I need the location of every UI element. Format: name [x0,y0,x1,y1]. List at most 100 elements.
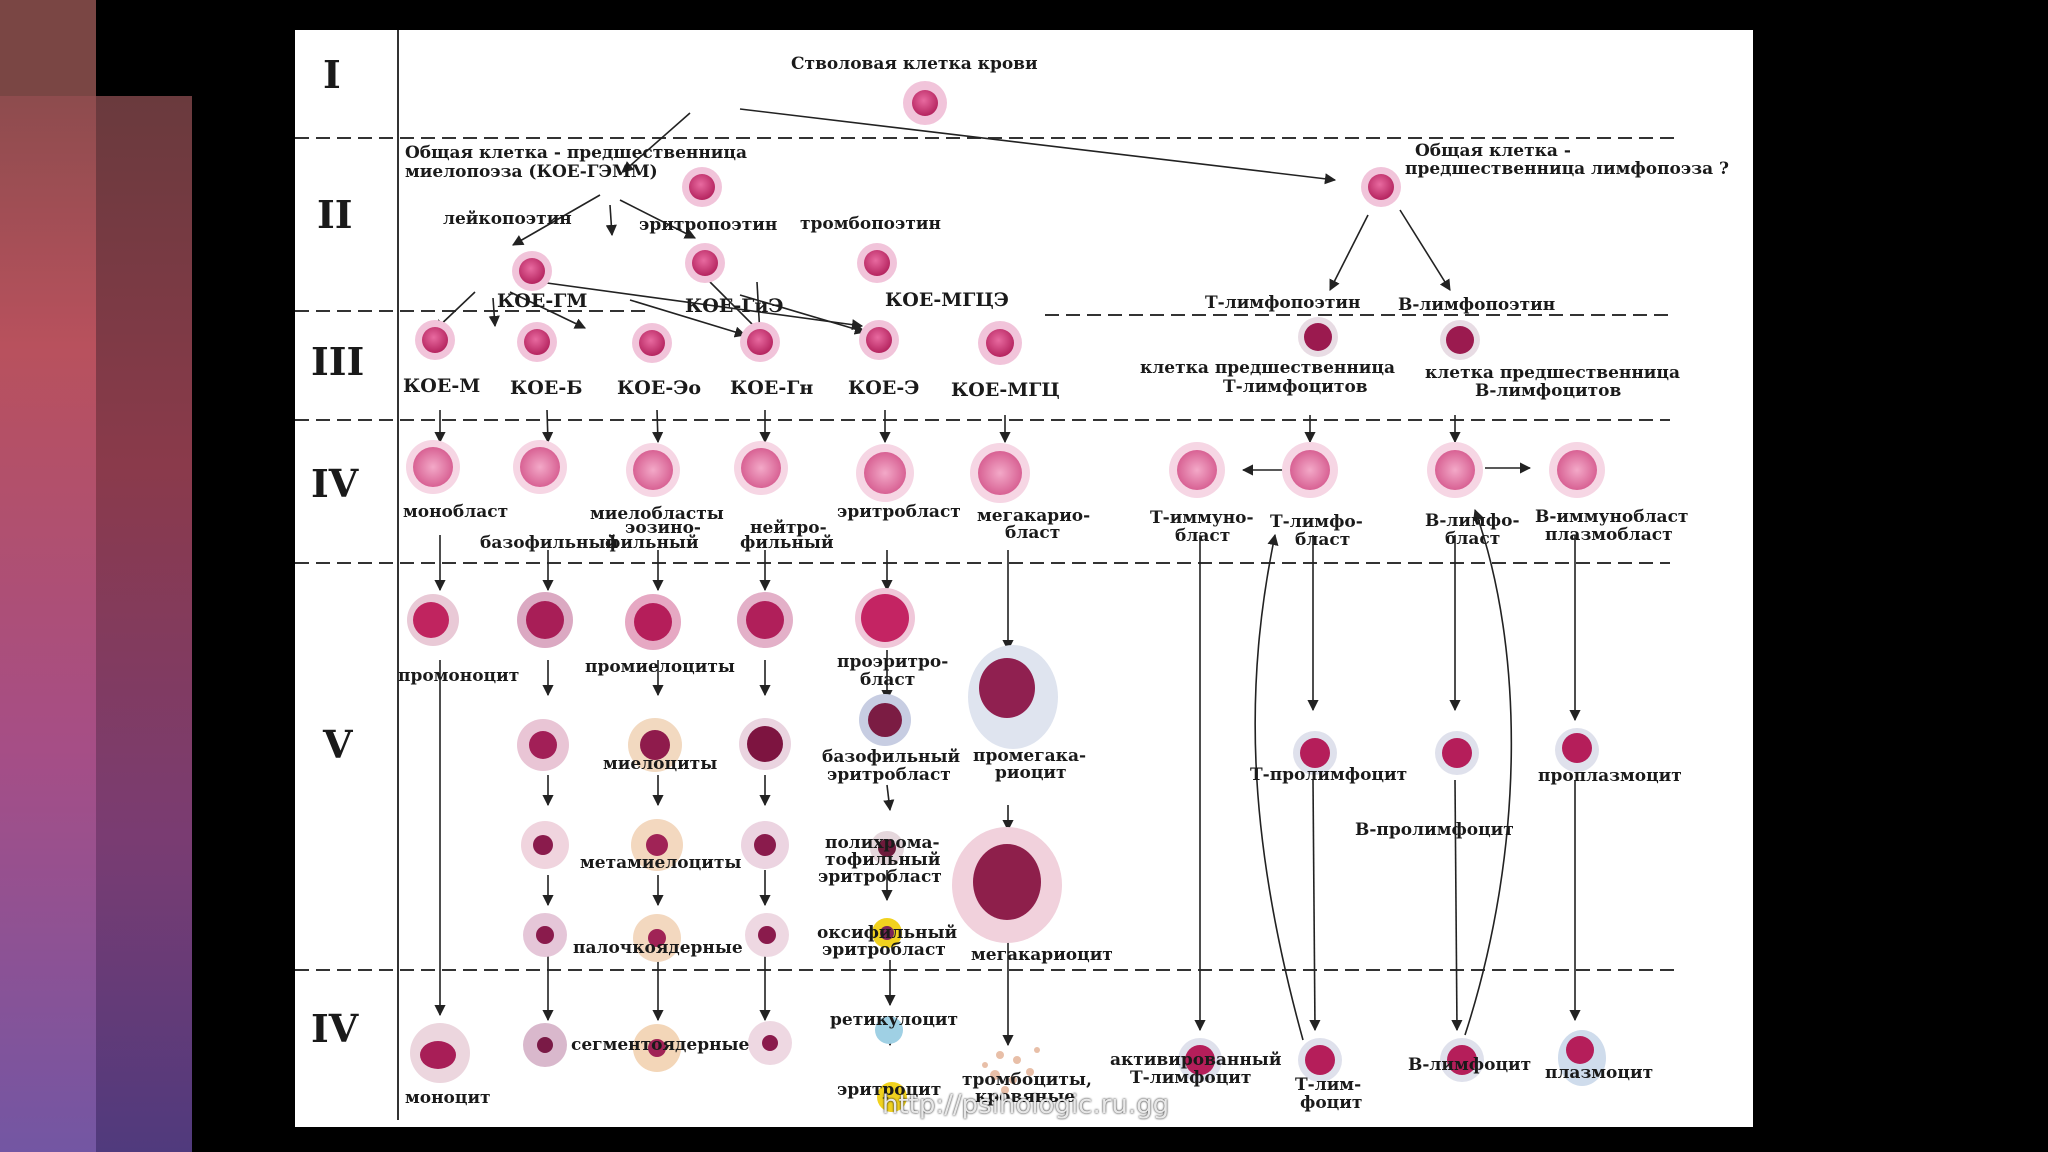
basophil-blast-nucleus [520,447,560,487]
cfu-gie-nucleus [692,250,718,276]
neutro-label-2: фильный [740,533,834,553]
cfu-eo-label: КОЕ-Эо [617,377,701,399]
erythropoietin-label: эритропоэтин [639,215,777,235]
cfu-gn-label: КОЕ-Гн [730,377,813,399]
t-precursor-label-1: клетка предшественница [1140,358,1395,378]
neutrophil-metamyelocyte-nucleus [754,834,776,856]
platelets-cluster [982,1047,1040,1094]
background-stripe-inner [96,96,192,1152]
cells [406,81,1606,1112]
t-lymphocyte-nucleus [1305,1045,1335,1075]
watermark-url: http://psihologic.ru.gg [882,1090,1170,1120]
promonocyte-nucleus [413,602,449,638]
b-lymphocyte-label: В-лимфоцит [1408,1055,1531,1075]
eosino-label-1: эозино- [625,518,701,538]
platelets-label-2: кровяные [975,1087,1075,1107]
myelocytes-label: миелоциты [603,754,717,774]
b-lymphoblast-label-1: В-лимфо- [1425,511,1520,531]
activated-t-lymphocyte-nucleus [1185,1045,1215,1075]
eosino-label-2: фильный [605,533,699,553]
diagram-canvas: I II III IV V IV [295,30,1729,1120]
erythroblast-nucleus [864,452,906,494]
proplasmocyte-nucleus [1562,733,1592,763]
cfu-m-nucleus [422,327,448,353]
b-precursor-label-1: клетка предшественница [1425,363,1680,383]
segmented-label: сегментоядерные [571,1035,750,1055]
t-lymphoblast-label-2: бласт [1295,530,1350,550]
polychromatophilic-label-2: тофильный [825,850,941,870]
proerythroblast-label-2: бласт [860,670,915,690]
neutrophil-segmented-nucleus [762,1035,778,1051]
proerythroblast-nucleus [861,594,909,642]
polychromatophilic-erythroblast-nucleus [878,839,896,857]
b-lymphopoietin-label: В-лимфопоэтин [1398,295,1555,315]
t-lymphocyte-label-2: фоцит [1300,1093,1362,1113]
stage-label-2: II [317,192,353,237]
cfu-mgc-label: КОЕ-МГЦ [951,379,1060,401]
t-immunoblast-nucleus [1177,450,1217,490]
t-lymphoblast-label-1: Т-лимфо- [1270,512,1363,532]
cfu-mgc-nucleus [986,329,1014,357]
stage-separators [295,137,1680,971]
stage-label-3: III [311,339,364,384]
cfu-gm-label: КОЕ-ГМ [497,290,587,312]
stage-label-6: IV [311,1006,360,1051]
t-lymphoblast-nucleus [1290,450,1330,490]
platelets-label-1: тромбоциты, [962,1070,1092,1090]
band-label: палочкоядерные [573,938,743,958]
cfu-mgce-nucleus [864,250,890,276]
megakaryoblast-label-1: мегакарио- [977,506,1090,526]
stage-label-4: IV [311,461,360,506]
basophilic-blast-label: базофильный [480,533,618,553]
oxyphilic-label-1: оксифильный [817,923,958,943]
myelo-progenitor-label-2: миелопоэза (КОЕ-ГЭММ) [405,162,658,182]
basophil-promyelocyte-nucleus [526,601,564,639]
polychromatophilic-label-1: полихрома- [825,833,940,853]
promegakaryocyte-label-2: риоцит [995,763,1067,783]
plasmocyte-label: плазмоцит [1545,1063,1653,1083]
monoblast-nucleus [413,447,453,487]
labels: Стволовая клетка крови Общая клетка - пр… [398,54,1729,1113]
b-lymphoblast-nucleus [1435,450,1475,490]
b-lymphoblast-label-2: бласт [1445,529,1500,549]
cfu-m-label: КОЕ-М [403,375,480,397]
cfu-gm-nucleus [519,258,545,284]
background-stripe-left [0,0,96,1152]
megakaryocyte-label: мегакариоцит [971,945,1113,965]
promonocyte-label: промоноцит [398,666,519,686]
b-precursor-label-2: В-лимфоцитов [1475,381,1621,401]
erythrocyte-cell [877,1082,907,1112]
stage-label-5: V [322,722,354,767]
plasmocyte-nucleus [1566,1036,1594,1064]
b-immunoblast-nucleus [1557,450,1597,490]
metamyelocytes-label: метамиелоциты [580,853,741,873]
b-immunoblast-label-2: плазмобласт [1545,525,1673,545]
cfu-e-label: КОЕ-Э [848,377,919,399]
t-lymphopoietin-label: Т-лимфопоэтин [1205,293,1360,313]
oxyphilic-label-2: эритробласт [822,940,946,960]
erythroblast-label: эритробласт [837,502,961,522]
megakaryoblast-nucleus [978,451,1022,495]
t-precursor-label-2: Т-лимфоцитов [1223,377,1368,397]
promyelocytes-label: промиелоциты [585,657,735,677]
background-corner [0,0,96,96]
thrombopoietin-label: тромбопоэтин [800,214,941,234]
b-prolymphocyte-label: В-пролимфоцит [1355,820,1514,840]
cfu-mgce-label: КОЕ-МГЦЭ [885,289,1009,311]
lympho-progenitor-nucleus [1368,174,1394,200]
cfu-eo-nucleus [639,330,665,356]
monocyte-label: моноцит [405,1088,491,1108]
b-lymphocyte-nucleus [1447,1045,1477,1075]
promegakaryocyte-nucleus [979,658,1035,718]
basophilic-erythroblast-label-1: базофильный [822,747,960,767]
eosinophil-metamyelocyte-nucleus [646,834,668,856]
monoblast-label: монобласт [403,502,508,522]
activated-t-label-1: активированный [1110,1050,1282,1070]
basophil-myelocyte-nucleus [529,731,557,759]
neutrophil-myelocyte-nucleus [747,726,783,762]
hematopoiesis-diagram: I II III IV V IV [295,30,1753,1127]
oxyphilic-erythroblast-nucleus [880,926,894,940]
lineage-arrows [434,108,1581,1047]
neutrophil-blast-nucleus [741,448,781,488]
basophilic-erythroblast-label-2: эритробласт [827,765,951,785]
